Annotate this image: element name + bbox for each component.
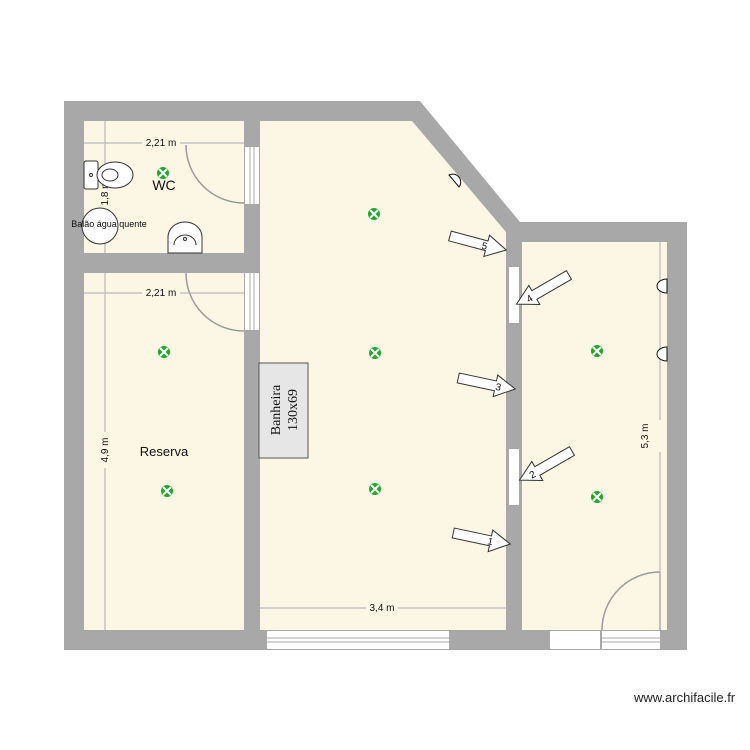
dim-wc-width: 2,21 m — [146, 138, 177, 149]
arrows: 5 4 3 2 1 — [448, 230, 576, 553]
light-icon — [368, 208, 380, 220]
right-room-floor — [522, 242, 667, 630]
dim-wc-height: 1,8 m — [100, 180, 111, 205]
light-fixtures — [157, 167, 603, 503]
windows — [245, 147, 660, 649]
dimension-labels: 2,21 m 1,8 m 2,21 m 4,9 m 3,4 m 5,3 m — [100, 138, 651, 614]
light-icon — [591, 345, 603, 357]
opening-upper — [509, 267, 519, 323]
bathtub-size: 130x69 — [286, 389, 301, 431]
dim-reserva-height: 4,9 m — [100, 437, 111, 462]
light-icon — [157, 167, 169, 179]
door-wc — [185, 144, 245, 204]
main-room-floor — [260, 121, 506, 630]
window-reserva — [245, 273, 259, 330]
arrow-5: 5 — [448, 230, 508, 258]
window-right-bottom — [550, 631, 660, 649]
window-wc — [245, 147, 259, 204]
light-icon — [161, 485, 173, 497]
dim-right-height: 5,3 m — [640, 423, 651, 448]
bathtub-label: Banheira — [269, 384, 284, 435]
light-icon — [591, 491, 603, 503]
sink — [167, 221, 203, 254]
light-icon — [369, 483, 381, 495]
outlet-right-1 — [656, 278, 668, 294]
reserva-floor — [84, 273, 244, 630]
doors — [185, 144, 661, 631]
arrow-2: 2 — [518, 445, 576, 482]
boiler-icon — [81, 207, 119, 245]
arrow-3: 3 — [456, 372, 517, 398]
outlet-right-2 — [656, 346, 668, 362]
door-reserva — [185, 272, 245, 332]
window-main-bottom — [267, 631, 449, 649]
dim-main-width: 3,4 m — [369, 603, 394, 614]
door-right-room — [601, 571, 661, 631]
dim-reserva-width: 2,21 m — [146, 288, 177, 299]
light-icon — [158, 346, 170, 358]
arrow-1: 1 — [451, 527, 512, 553]
bathtub: Banheira 130x69 — [258, 362, 309, 459]
toilet — [83, 160, 134, 190]
arrow-4: 4 — [515, 269, 573, 306]
light-icon — [369, 347, 381, 359]
room-label-reserva: Reserva — [140, 444, 189, 459]
boiler-label: Balão água quente — [71, 219, 147, 229]
watermark: www.archifacile.fr — [634, 690, 736, 705]
svg-text:2: 2 — [528, 469, 539, 482]
outlet-diagonal — [448, 173, 462, 188]
room-label-wc: WC — [152, 177, 175, 193]
svg-text:4: 4 — [525, 293, 536, 306]
svg-text:5: 5 — [480, 241, 489, 253]
svg-text:3: 3 — [494, 382, 502, 394]
floors — [84, 121, 667, 630]
svg-text:1: 1 — [486, 536, 494, 548]
opening-lower — [509, 449, 519, 505]
wall-outlets — [448, 173, 668, 362]
dimension-lines — [84, 121, 661, 630]
